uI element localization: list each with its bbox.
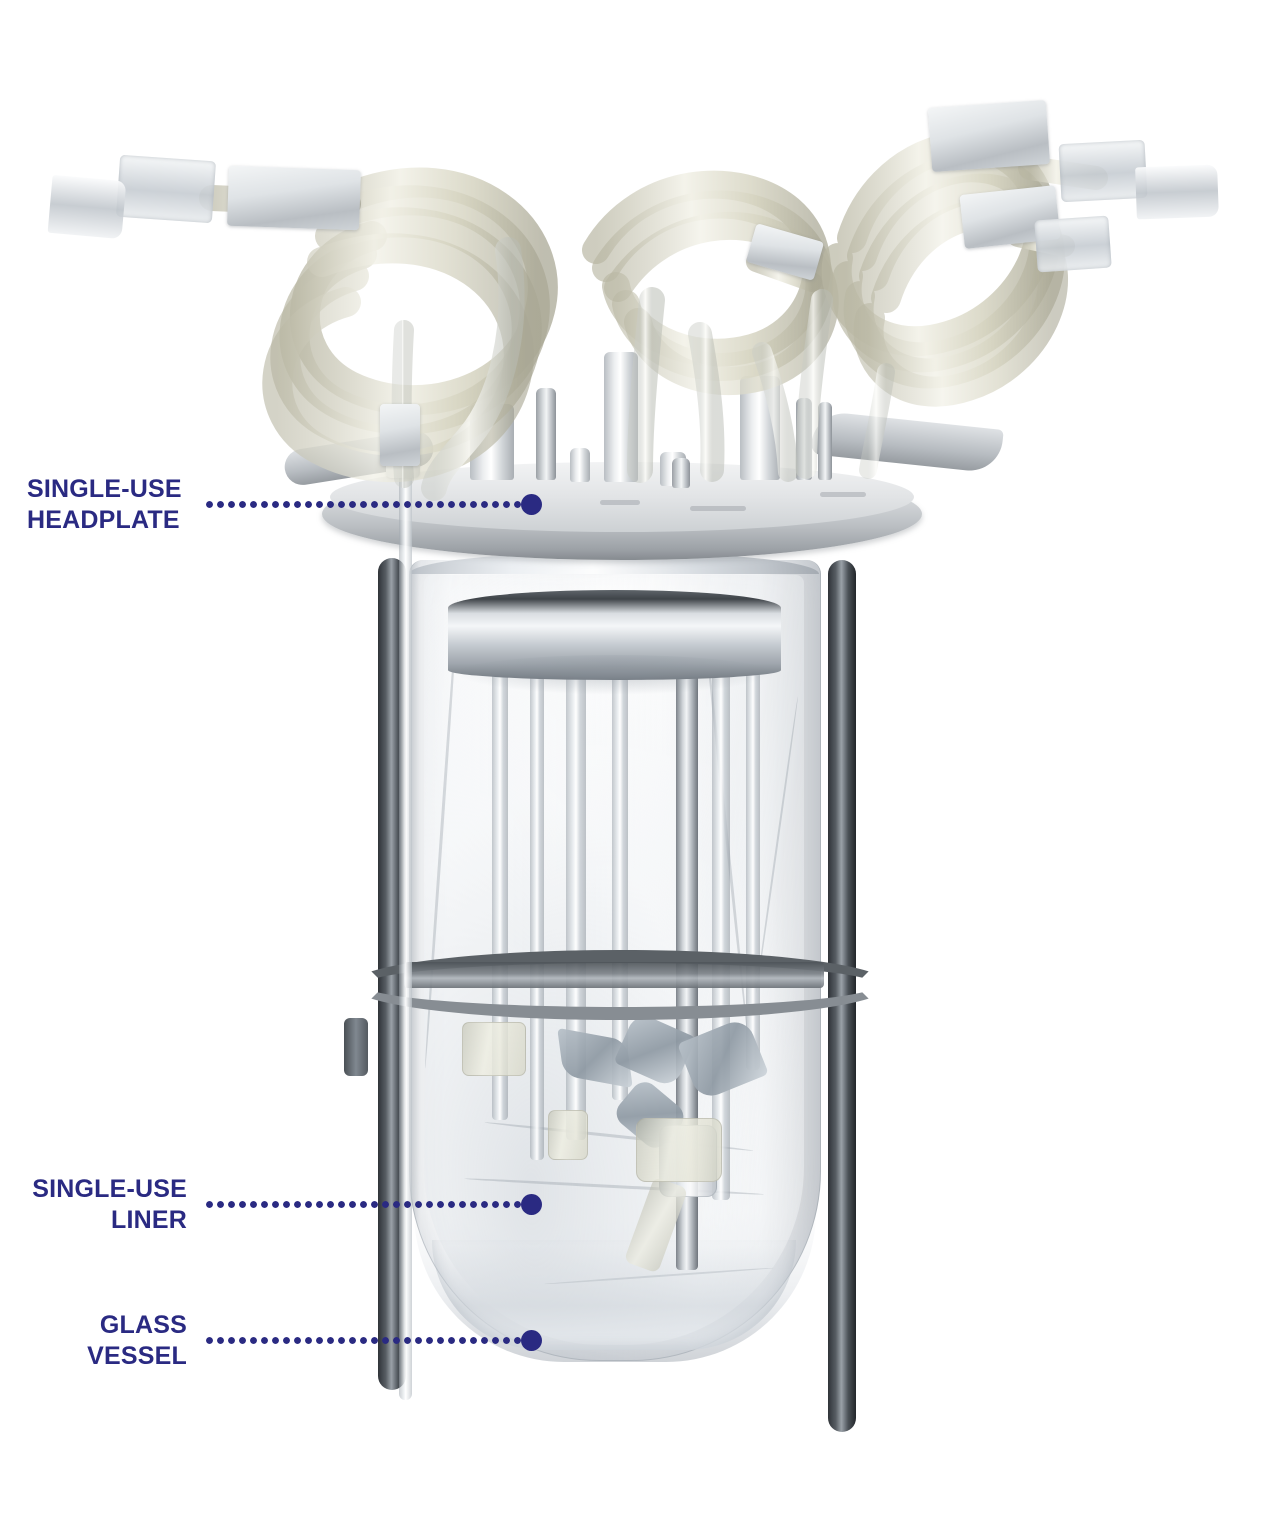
luer-connector-right-lower [1034, 215, 1112, 273]
probe-tip-fitting [462, 1022, 526, 1076]
callout-label-liner: SINGLE-USE LINER [32, 1175, 187, 1234]
headplate-port [818, 402, 832, 480]
tubing-clamp-right-upper [927, 99, 1051, 173]
callout-single-use-headplate: SINGLE-USE HEADPLATE [27, 474, 542, 535]
headplate-engraving [600, 500, 640, 505]
leader-endpoint-glass-vessel [521, 1330, 542, 1351]
luer-connector-left [115, 154, 217, 224]
dip-tube [746, 600, 760, 1070]
headplate-engraving [690, 506, 746, 511]
leader-line-liner [206, 1201, 524, 1208]
probe-tip-fitting [548, 1110, 588, 1160]
tubing-clamp-probe [380, 404, 420, 466]
luer-tip-left [47, 174, 127, 240]
leader-line-glass-vessel [206, 1337, 524, 1344]
leader-endpoint-headplate [521, 494, 542, 515]
callout-single-use-liner: SINGLE-USE LINER [27, 1174, 542, 1235]
luer-tip-right-upper [1135, 164, 1219, 220]
tubing-clamp-left [226, 165, 362, 231]
stainless-collar [448, 590, 781, 680]
tubing-coil-center [582, 170, 839, 483]
support-ring-tab [344, 1018, 368, 1076]
liner-bottom-fold [432, 1240, 796, 1350]
headplate-engraving [820, 492, 866, 497]
headplate-port [536, 388, 556, 480]
callout-label-glass-vessel: GLASS VESSEL [87, 1311, 187, 1370]
leader-endpoint-liner [521, 1194, 542, 1215]
luer-connector-right-upper [1058, 139, 1148, 203]
probe-assembly [399, 470, 412, 1400]
headplate-port [672, 458, 690, 488]
support-ring-band [404, 962, 824, 988]
dip-tube [530, 600, 544, 1160]
callout-label-headplate: SINGLE-USE HEADPLATE [27, 475, 182, 534]
callout-glass-vessel: GLASS VESSEL [27, 1310, 542, 1371]
tubing-coil-left [262, 167, 558, 501]
impeller-shaft [676, 610, 698, 1270]
leader-line-headplate [206, 501, 524, 508]
sparger-collar [636, 1118, 722, 1182]
collar-shadow [452, 655, 777, 695]
headplate-port [570, 448, 590, 482]
